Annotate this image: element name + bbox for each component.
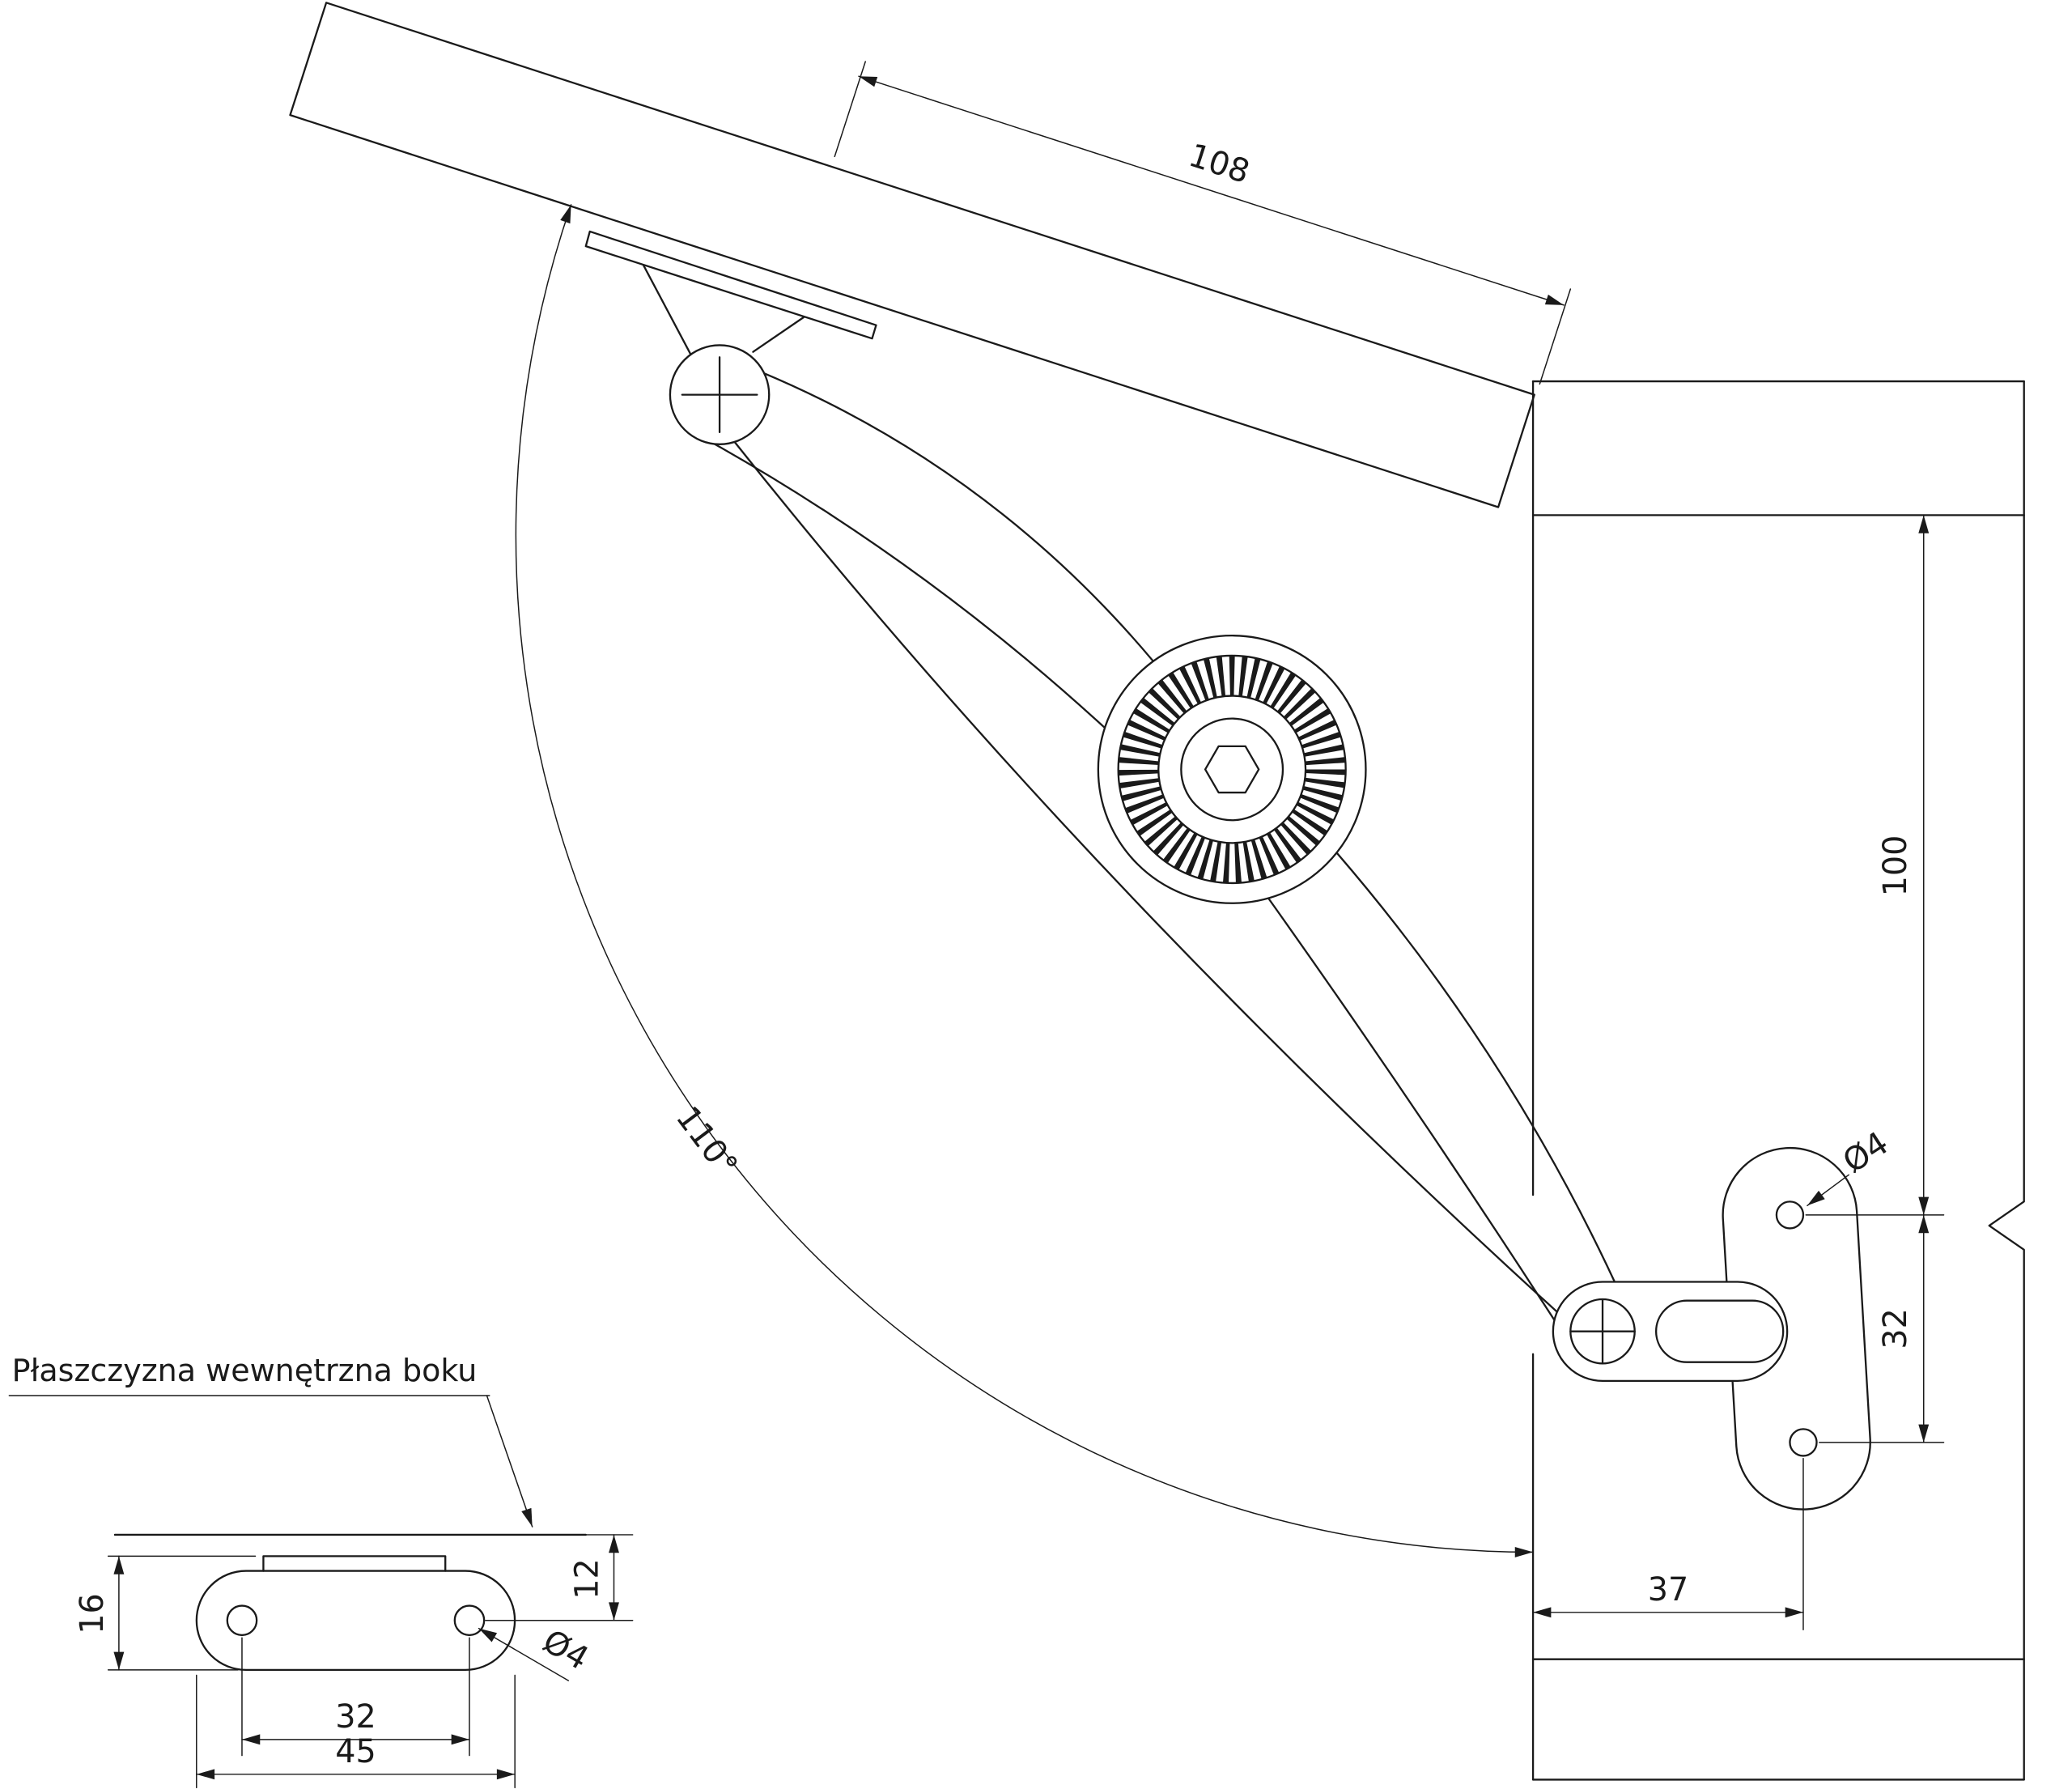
opening-angle-label: 110°: [669, 1099, 745, 1183]
lower-arm-top-edge: [1335, 851, 1624, 1301]
dim-32-side-label: 32: [1877, 1308, 1914, 1349]
top-pivot: [669, 344, 771, 445]
stay-arms: [709, 371, 1624, 1338]
dim-plate-bottom-offset: 37: [1532, 1457, 1804, 1631]
lid-flap: [289, 2, 1535, 508]
mounting-plate-outline: [1722, 1146, 1871, 1511]
knurled-adjustment-wheel: [1097, 634, 1367, 904]
dim-108-label: 108: [1184, 137, 1254, 191]
plate-bottom-hole: [1789, 1428, 1818, 1457]
detail-plate-outline: [195, 1570, 516, 1672]
dia4-side-label: Ø4: [1836, 1124, 1895, 1180]
dim-side-hole-spacing: 32: [1819, 1214, 1945, 1443]
lid-board-outline: [289, 2, 1535, 508]
inner-plane-note-label: Płaszczyzna wewnętrzna boku: [12, 1353, 478, 1388]
top-pivot-cross-icon: [681, 356, 758, 434]
dia4-plate-leader: [478, 1627, 570, 1681]
upper-arm-top-edge: [760, 371, 1154, 662]
center-screw-head: [1180, 717, 1284, 822]
side-mounting-plate: [1552, 1146, 1871, 1511]
lid-bracket-right-edge: [752, 316, 805, 353]
panel-right-edge-with-break: [1988, 380, 2025, 1781]
wheel-knurl-ticks: [1118, 655, 1346, 883]
adjustment-slot: [1654, 1299, 1785, 1363]
detail-plate-tab: [262, 1555, 447, 1572]
dia4-plate-label: Ø4: [537, 1622, 595, 1677]
secondary-link-curve: [733, 440, 1565, 1319]
detail-lid-plate-view: 16 12 32 45 Ø4: [74, 1533, 634, 1789]
dia4-side-leader: [1807, 1174, 1849, 1207]
dim-16-label: 16: [74, 1593, 111, 1634]
bottom-pivot-cross-icon: [1569, 1298, 1636, 1365]
dim-32-plate-label: 32: [335, 1698, 376, 1736]
dim-37-label: 37: [1648, 1571, 1688, 1608]
dim-108-line: [858, 75, 1565, 306]
inner-plane-note-leader: [486, 1395, 533, 1528]
lower-arm-bottom-edge: [1267, 896, 1566, 1338]
plate-top-hole: [1775, 1200, 1805, 1230]
dim-100-label: 100: [1877, 835, 1914, 897]
detail-right-hole: [453, 1604, 486, 1637]
dim-108-ext-right: [1539, 288, 1572, 385]
dim-108-ext-left: [834, 61, 866, 158]
dim-12-label: 12: [569, 1558, 606, 1599]
upper-arm-bottom-edge: [709, 440, 1106, 729]
hex-socket-icon: [1204, 745, 1260, 794]
dim-panel-hole-offset: 100: [1805, 514, 1945, 1216]
cabinet-side-panel: [1531, 380, 2025, 1781]
arc-110: [515, 204, 1534, 1557]
detail-left-hole: [226, 1604, 258, 1637]
inner-plane-note: Płaszczyzna wewnętrzna boku: [8, 1353, 533, 1528]
dim-45-label: 45: [335, 1733, 376, 1770]
